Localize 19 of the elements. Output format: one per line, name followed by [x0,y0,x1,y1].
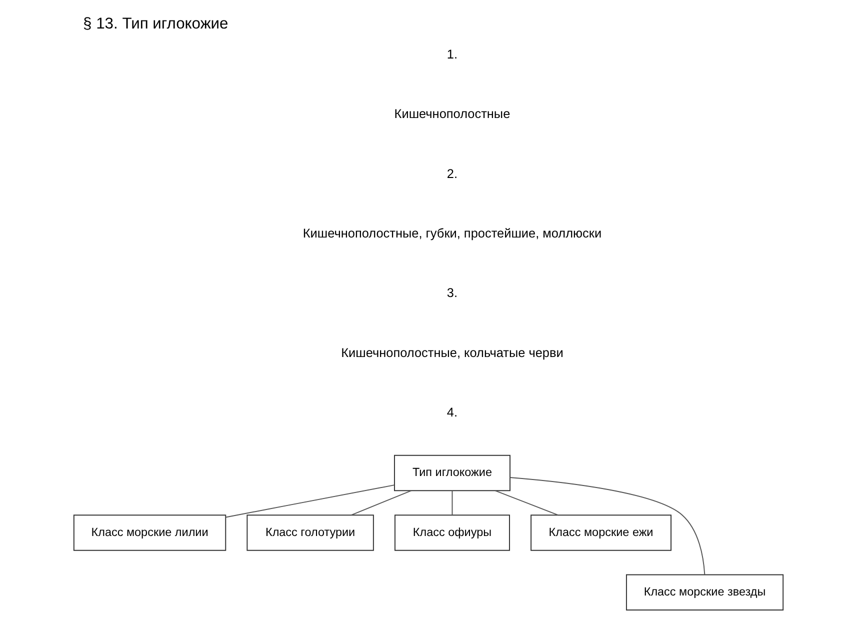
node-box: Класс морские лилии [73,514,226,551]
label: 1. [446,46,458,62]
label: 4. [446,404,458,420]
connector [494,490,559,516]
node-box: Класс голотурии [246,514,374,551]
connector [225,484,395,518]
label: Кишечнополостные, губки, простейшие, моллюски [302,225,602,240]
node-box: Класс офиуры [394,514,510,551]
label: 3. [446,285,458,300]
label: Кишечнополостные, кольчатые черви [341,344,564,360]
node-box: Класс морские ежи [530,514,672,551]
label: Кишечнополостные [394,106,510,122]
connector [510,476,706,575]
connector [350,490,412,516]
node-box: Тип иглокожие [394,454,510,492]
node-box: Класс морские звезды [626,574,784,611]
diagram-title: § 13. Тип иглокожие [83,15,228,32]
label: 2. [446,166,458,181]
connector [452,490,453,516]
